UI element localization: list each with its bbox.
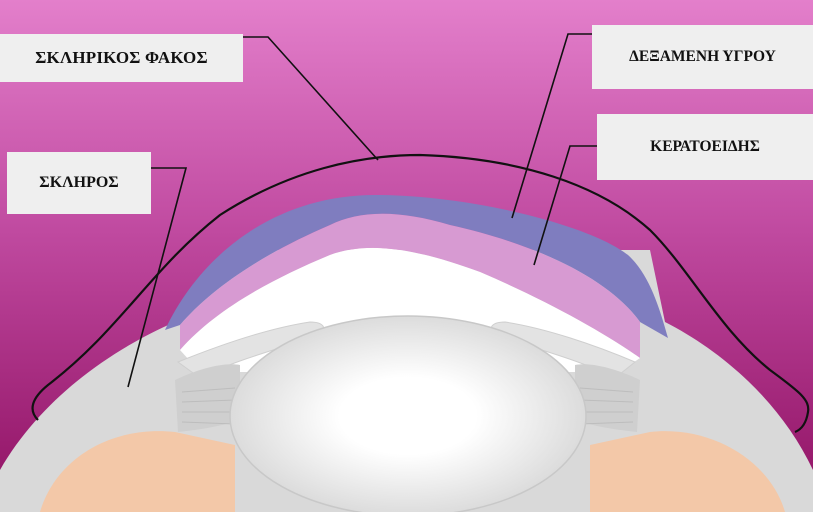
label-scleral-lens: ΣΚΛΗΡΙΚΟΣ ΦΑΚΟΣ [0, 34, 243, 82]
label-fluid-reservoir: ΔΕΞΑΜΕΝΗ ΥΓΡΟΥ [592, 25, 813, 89]
crystalline-lens [230, 316, 586, 512]
label-cornea: ΚΕΡΑΤΟΕΙΔΗΣ [597, 114, 813, 180]
label-sclera: ΣΚΛΗΡΟΣ [7, 152, 151, 214]
